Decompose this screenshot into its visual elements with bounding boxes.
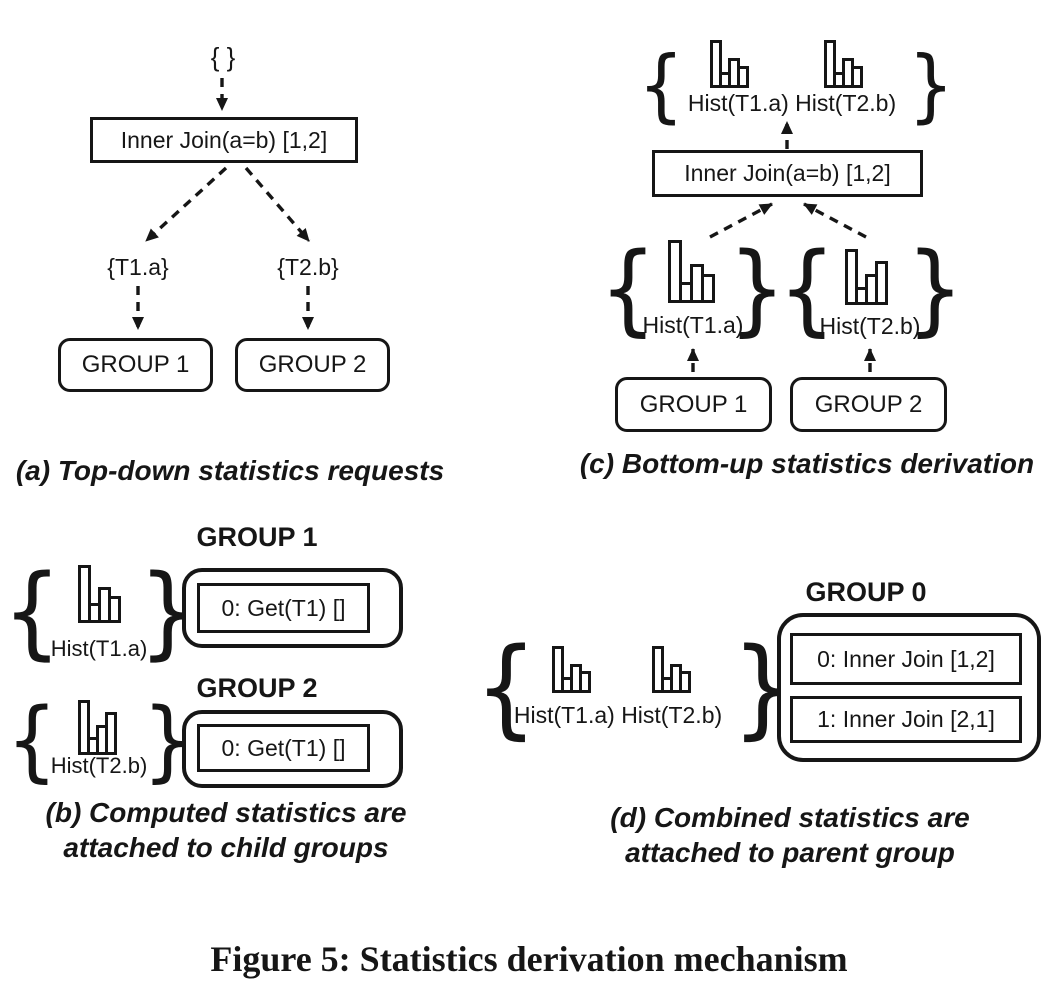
histogram-bar — [737, 65, 749, 88]
histogram-bar — [108, 596, 121, 623]
inner-join-node-a: Inner Join(a=b) [1,2] — [90, 117, 358, 163]
group1-node-c: GROUP 1 — [615, 377, 772, 432]
arrow-join-to-t1a — [144, 166, 228, 243]
brace-open-top-c: { — [638, 38, 684, 132]
arrow-join-to-t2b — [244, 166, 311, 243]
figure-caption: Figure 5: Statistics derivation mechanis… — [210, 939, 848, 979]
group2-node-a: GROUP 2 — [235, 338, 390, 392]
group1-title-b: GROUP 1 — [196, 522, 318, 552]
hist-t2b-label-d: Hist(T2.b) — [621, 701, 723, 728]
group2-node-c: GROUP 2 — [790, 377, 947, 432]
caption-panel-b-line2: attached to child groups — [63, 832, 389, 863]
caption-panel-c: (c) Bottom-up statistics derivation — [579, 448, 1035, 479]
histogram-icon-t2b-c — [845, 249, 888, 305]
group0-title-d: GROUP 0 — [805, 577, 927, 607]
histogram-icon-t2b-top — [824, 40, 863, 88]
brace-open-hist2-c: { — [778, 231, 836, 348]
group2-operator-b: 0: Get(T1) [] — [197, 724, 370, 772]
histogram-icon-t1a-d — [552, 646, 591, 693]
hist-t1a-label-c: Hist(T1.a) — [642, 311, 744, 338]
caption-panel-d-line2: attached to parent group — [625, 837, 955, 868]
histogram-icon-t1a-b — [78, 565, 121, 623]
histogram-bar — [701, 274, 715, 303]
group0-operator2-d: 1: Inner Join [2,1] — [790, 696, 1022, 743]
brace-open-hist1-b: { — [2, 552, 62, 671]
histogram-bar — [845, 249, 858, 305]
caption-panel-b-line1: (b) Computed statistics are — [45, 797, 407, 828]
histogram-icon-t2b-d — [652, 646, 691, 693]
histogram-bar — [851, 65, 863, 88]
inner-join-node-c: Inner Join(a=b) [1,2] — [652, 150, 923, 197]
caption-panel-d-line1: (d) Combined statistics are — [610, 802, 970, 833]
brace-open-d: { — [474, 625, 538, 751]
histogram-bar — [105, 712, 117, 755]
histogram-bar — [679, 671, 691, 693]
brace-open-hist2-b: { — [6, 689, 58, 792]
brace-close-top-c: } — [908, 38, 954, 132]
empty-stats-request: { } — [210, 41, 236, 72]
stats-request-t2b: {T2.b} — [277, 253, 339, 280]
histogram-bar — [579, 671, 591, 693]
hist-t1a-label-d: Hist(T1.a) — [513, 701, 615, 728]
group1-node-a: GROUP 1 — [58, 338, 213, 392]
group0-operator1-d: 0: Inner Join [1,2] — [790, 633, 1022, 685]
brace-close-hist1-c: } — [728, 231, 786, 348]
histogram-icon-t1a-c — [668, 240, 715, 303]
brace-close-hist2-c: } — [906, 231, 964, 348]
group2-title-b: GROUP 2 — [196, 673, 318, 703]
hist-t2b-label-b: Hist(T2.b) — [50, 753, 148, 778]
brace-open-hist1-c: { — [599, 231, 657, 348]
histogram-icon-t1a-top — [710, 40, 749, 88]
group1-operator-b: 0: Get(T1) [] — [197, 583, 370, 633]
histogram-icon-t2b-b — [78, 700, 117, 755]
histogram-bar — [78, 565, 91, 623]
hist-labels-d: Hist(T1.a) Hist(T2.b) — [498, 701, 738, 729]
stats-request-t1a: {T1.a} — [107, 253, 169, 280]
hist-t2b-label-c: Hist(T2.b) — [819, 312, 921, 339]
histogram-bar — [875, 261, 888, 305]
top-hist-labels-c: Hist(T1.a) Hist(T2.b) — [687, 89, 897, 116]
caption-panel-a: (a) Top-down statistics requests — [15, 455, 445, 486]
hist-t1a-label-b: Hist(T1.a) — [50, 636, 148, 661]
histogram-bar — [668, 240, 682, 303]
